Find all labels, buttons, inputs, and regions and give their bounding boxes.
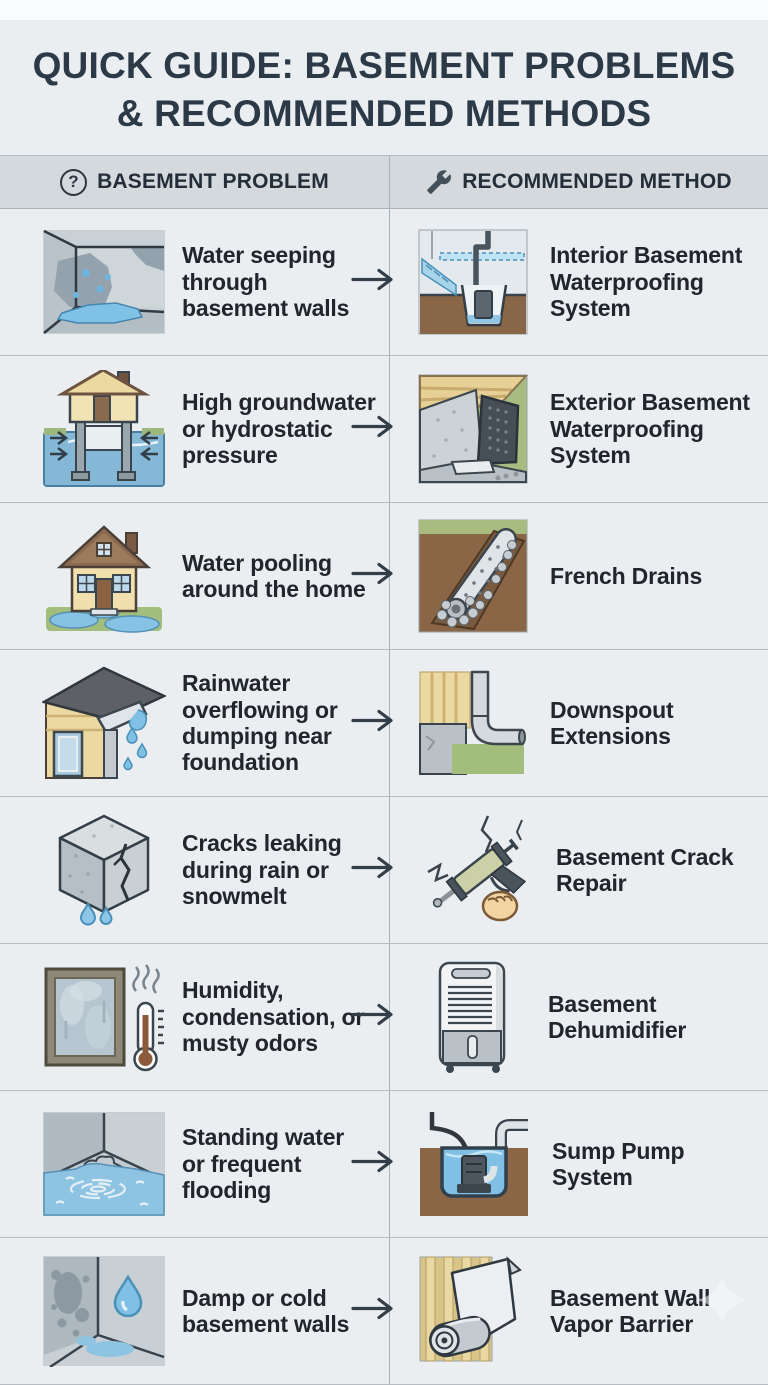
problem-text: Cracks leaking during rain or snowmelt (182, 830, 342, 910)
page-title: QUICK GUIDE: BASEMENT PROBLEMS & RECOMME… (32, 45, 736, 135)
guide-row: Standing water or frequent flooding Sump… (0, 1091, 768, 1238)
header-problem-label: BASEMENT PROBLEM (97, 170, 329, 193)
problem-text: Water seeping through basement walls (182, 242, 350, 322)
method-text: Downspout Extensions (550, 696, 674, 749)
crack-repair-icon (427, 815, 527, 922)
interior-waterproofing-icon (418, 229, 528, 335)
arrow-icon (351, 856, 397, 885)
method-text: Interior Basement Waterproofing System (550, 242, 743, 322)
sparkle-decoration (696, 1274, 748, 1326)
method-text: French Drains (550, 562, 703, 589)
wrench-icon (427, 170, 452, 194)
arrow-icon (351, 1150, 397, 1179)
french-drain-icon (418, 519, 528, 633)
header-method-label: RECOMMENDED METHOD (462, 170, 732, 193)
guide-row: Water pooling around the home (0, 503, 768, 650)
guide-row: Damp or cold basement walls (0, 1238, 768, 1385)
vapor-barrier-icon (419, 1256, 522, 1362)
method-text: Sump Pump System (552, 1137, 685, 1190)
dehumidifier-icon (438, 961, 506, 1073)
arrow-icon (351, 415, 397, 444)
problem-text: Water pooling around the home (182, 549, 366, 602)
method-text: Basement Wall Vapor Barrier (550, 1284, 711, 1337)
method-text: Exterior Basement Waterproofing System (550, 389, 750, 469)
header-recommended-method: RECOMMENDED METHOD (390, 156, 768, 208)
method-text: Basement Crack Repair (556, 843, 734, 896)
exterior-waterproofing-icon (418, 374, 528, 484)
damp-wall-icon (43, 1256, 165, 1367)
top-margin-strip (0, 0, 768, 20)
downspout-extension-icon (419, 670, 526, 775)
wall-seepage-icon (43, 229, 165, 334)
arrow-icon (351, 1297, 397, 1326)
problem-text: Standing water or frequent flooding (182, 1124, 345, 1204)
groundwater-house-icon (43, 370, 165, 487)
guide-row: Rainwater overflowing or dumping near fo… (0, 650, 768, 797)
guide-row: Humidity, condensation, or musty odors (0, 944, 768, 1091)
guide-row: Cracks leaking during rain or snowmelt (0, 797, 768, 944)
problem-text: Rainwater overflowing or dumping near fo… (182, 670, 338, 776)
problem-text: Humidity, condensation, or musty odors (182, 977, 365, 1057)
arrow-icon (351, 562, 397, 591)
flooded-floor-icon (43, 1112, 165, 1216)
guide-row: High groundwater or hydrostatic pressure (0, 356, 768, 503)
window-humidity-icon (44, 964, 164, 1072)
gutter-overflow-icon (42, 666, 166, 779)
sump-pump-icon (420, 1112, 528, 1216)
header-basement-problem: ? BASEMENT PROBLEM (0, 156, 390, 208)
house-pooling-icon (46, 525, 162, 633)
cracked-block-icon (58, 814, 150, 926)
problem-text: High groundwater or hydrostatic pressure (182, 389, 376, 469)
table-header: ? BASEMENT PROBLEM RECOMMENDED METHOD (0, 155, 768, 209)
arrow-icon (351, 709, 397, 738)
guide-row: Water seeping through basement walls Int… (0, 209, 768, 356)
method-text: Basement Dehumidifier (548, 990, 687, 1043)
arrow-icon (351, 268, 397, 297)
arrow-icon (351, 1003, 397, 1032)
question-circle-icon: ? (60, 168, 88, 196)
problem-text: Damp or cold basement walls (182, 1284, 350, 1337)
